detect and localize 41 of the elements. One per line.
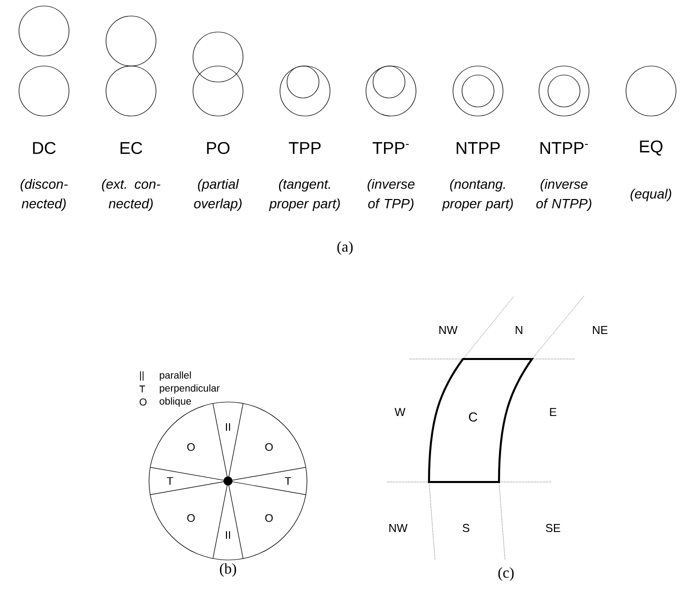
sector-label: O: [265, 514, 273, 522]
relation-label: EC: [120, 142, 142, 154]
relation-label: TPP: [288, 142, 321, 154]
description-text: (discon- nected): [20, 178, 68, 212]
region-label: SE: [546, 524, 560, 532]
region-label: N: [516, 326, 522, 334]
sector-label: O: [187, 514, 195, 522]
legend-symbol: T: [139, 386, 146, 392]
region-label: NW: [389, 524, 408, 532]
description-text: (equal): [630, 188, 672, 202]
sector-label: II: [226, 531, 230, 539]
relation-label: NTPP$^{-}$: [540, 142, 588, 154]
sector-label: O: [265, 443, 273, 451]
relation-label: DC: [33, 142, 56, 154]
description-text: (inverse of NTPP): [536, 178, 592, 212]
description-text: (inverse of TPP): [368, 178, 414, 212]
description-text: (ext. con- nected): [102, 178, 160, 212]
sector-label: T: [166, 477, 174, 485]
panel-caption: (b): [220, 563, 236, 577]
panel-caption: (c): [498, 567, 514, 581]
relation-label: NTPP: [456, 142, 500, 154]
region-label: E: [550, 408, 556, 416]
relation-label: EQ: [640, 140, 662, 156]
panel-caption: (a): [337, 241, 353, 255]
region-label: NE: [592, 326, 608, 334]
sector-label: O: [187, 443, 195, 451]
relation-label: TPP$^{-}$: [372, 142, 409, 154]
description-text: (partial overlap): [194, 178, 242, 212]
relation-label: PO: [207, 142, 230, 154]
region-label: W: [394, 408, 406, 416]
legend-text: parallel: [160, 371, 191, 381]
legend-symbol: O: [140, 398, 147, 406]
legend-symbol: ||: [140, 371, 144, 381]
description-text: (nontang. proper part): [442, 178, 513, 212]
description-text: (tangent. proper part): [269, 178, 340, 212]
sector-label: T: [284, 477, 292, 485]
legend-text: oblique: [160, 397, 191, 407]
region-label: S: [462, 524, 470, 532]
legend-text: perpendicular: [160, 384, 220, 394]
region-label: NW: [439, 326, 458, 334]
sector-label: II: [226, 423, 230, 431]
